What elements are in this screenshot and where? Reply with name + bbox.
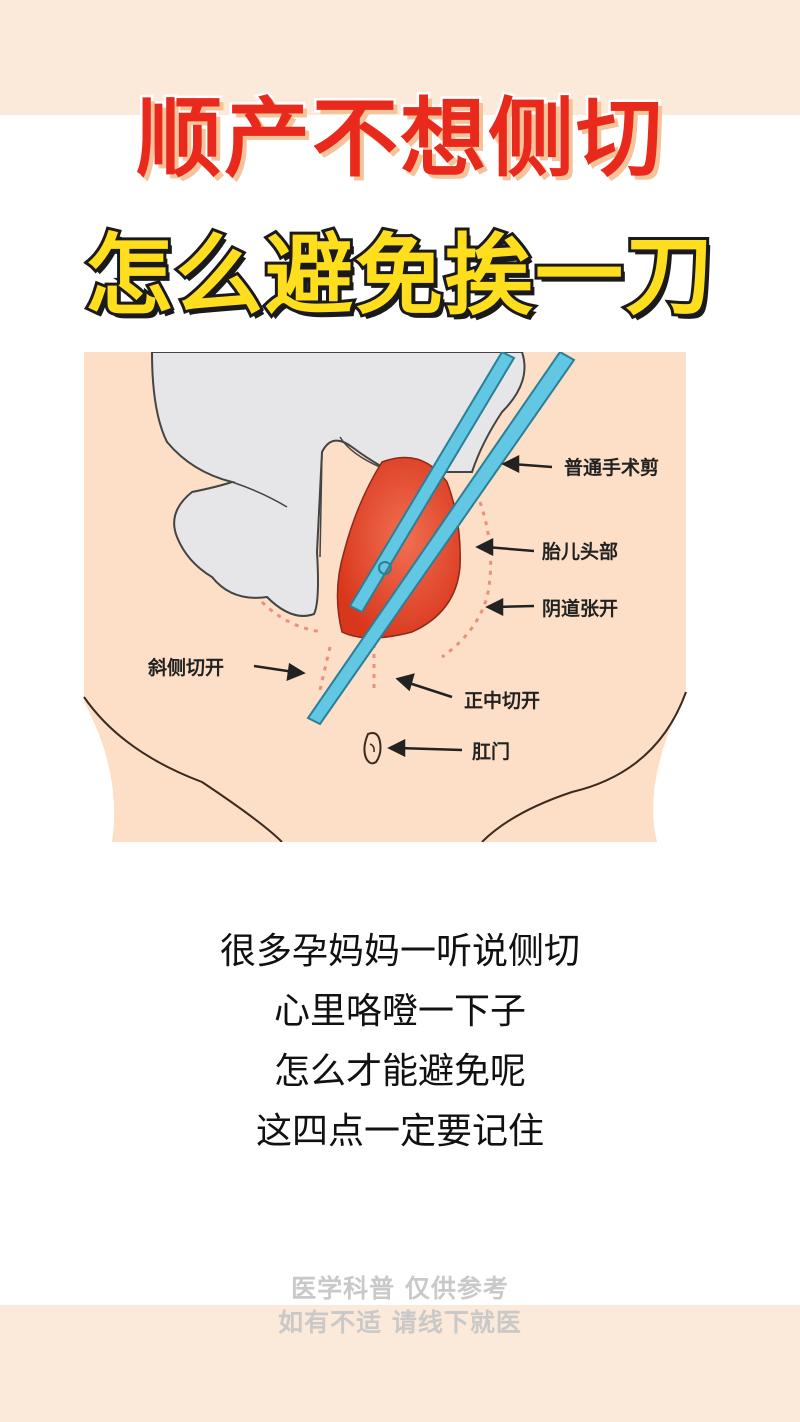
oblique-cut-line xyxy=(318,646,332,691)
glove-thumb-line xyxy=(231,481,288,508)
label-fetal-head: 胎儿头部 xyxy=(542,540,618,563)
episiotomy-diagram: 普通手术剪 胎儿头部 阴道张开 斜侧切开 正中切开 肛门 xyxy=(82,352,688,842)
intro-text: 很多孕妈妈一听说侧切 心里咯噔一下子 怎么才能避免呢 这四点一定要记住 xyxy=(0,922,800,1162)
label-oblique-cut: 斜侧切开 xyxy=(147,656,224,679)
title-line-1: 顺产不想侧切 xyxy=(134,87,665,192)
intro-line-3: 怎么才能避免呢 xyxy=(273,1051,526,1092)
body-outline-right xyxy=(481,691,687,842)
gloved-hand xyxy=(150,352,526,617)
intro-line-4: 这四点一定要记住 xyxy=(255,1111,544,1152)
title-line-2: 怎么避免挨一刀 xyxy=(82,221,716,330)
body-outline-left xyxy=(83,696,283,842)
intro-line-2: 心里咯噔一下子 xyxy=(273,991,526,1032)
disclaimer-line-2: 如有不适 请线下就医 xyxy=(278,1308,522,1337)
pointer-arrows xyxy=(253,454,553,758)
vagina-dotted-left xyxy=(260,600,323,634)
scissors-icon xyxy=(306,352,576,726)
intro-line-1: 很多孕妈妈一听说侧切 xyxy=(219,931,580,972)
disclaimer: 医学科普 仅供参考 如有不适 请线下就医 xyxy=(0,1272,800,1340)
label-scissors: 普通手术剪 xyxy=(564,456,659,479)
label-anus: 肛门 xyxy=(472,740,510,763)
top-band xyxy=(0,0,800,115)
glove-crease-1 xyxy=(319,451,323,558)
label-median-cut: 正中切开 xyxy=(464,689,540,712)
disclaimer-line-1: 医学科普 仅供参考 xyxy=(291,1274,509,1303)
anus-icon xyxy=(363,732,382,765)
label-vagina-open: 阴道张开 xyxy=(542,597,618,620)
bottom-band xyxy=(0,1305,800,1422)
